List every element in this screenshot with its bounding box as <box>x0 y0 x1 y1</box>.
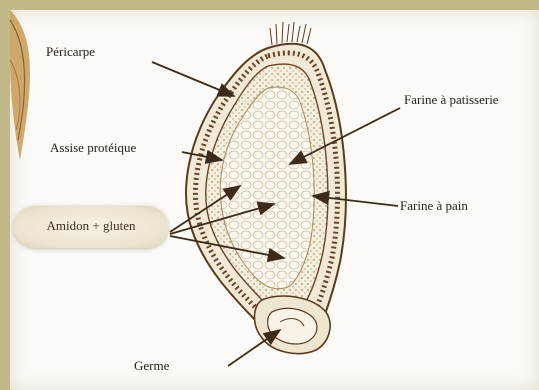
amidon-gluten-badge: Amidon + gluten <box>14 206 168 248</box>
label-amidon-gluten: Amidon + gluten <box>14 218 168 234</box>
label-pericarpe: Péricarpe <box>46 44 95 60</box>
label-farine-pain: Farine à pain <box>400 198 468 214</box>
brush-hairs <box>270 22 311 45</box>
arrow-pericarpe <box>152 62 234 96</box>
wheat-ear-icon <box>10 10 30 160</box>
label-germe: Germe <box>134 358 169 374</box>
label-assise-proteique: Assise protéique <box>50 140 136 156</box>
label-farine-patisserie: Farine à patisserie <box>404 92 499 108</box>
